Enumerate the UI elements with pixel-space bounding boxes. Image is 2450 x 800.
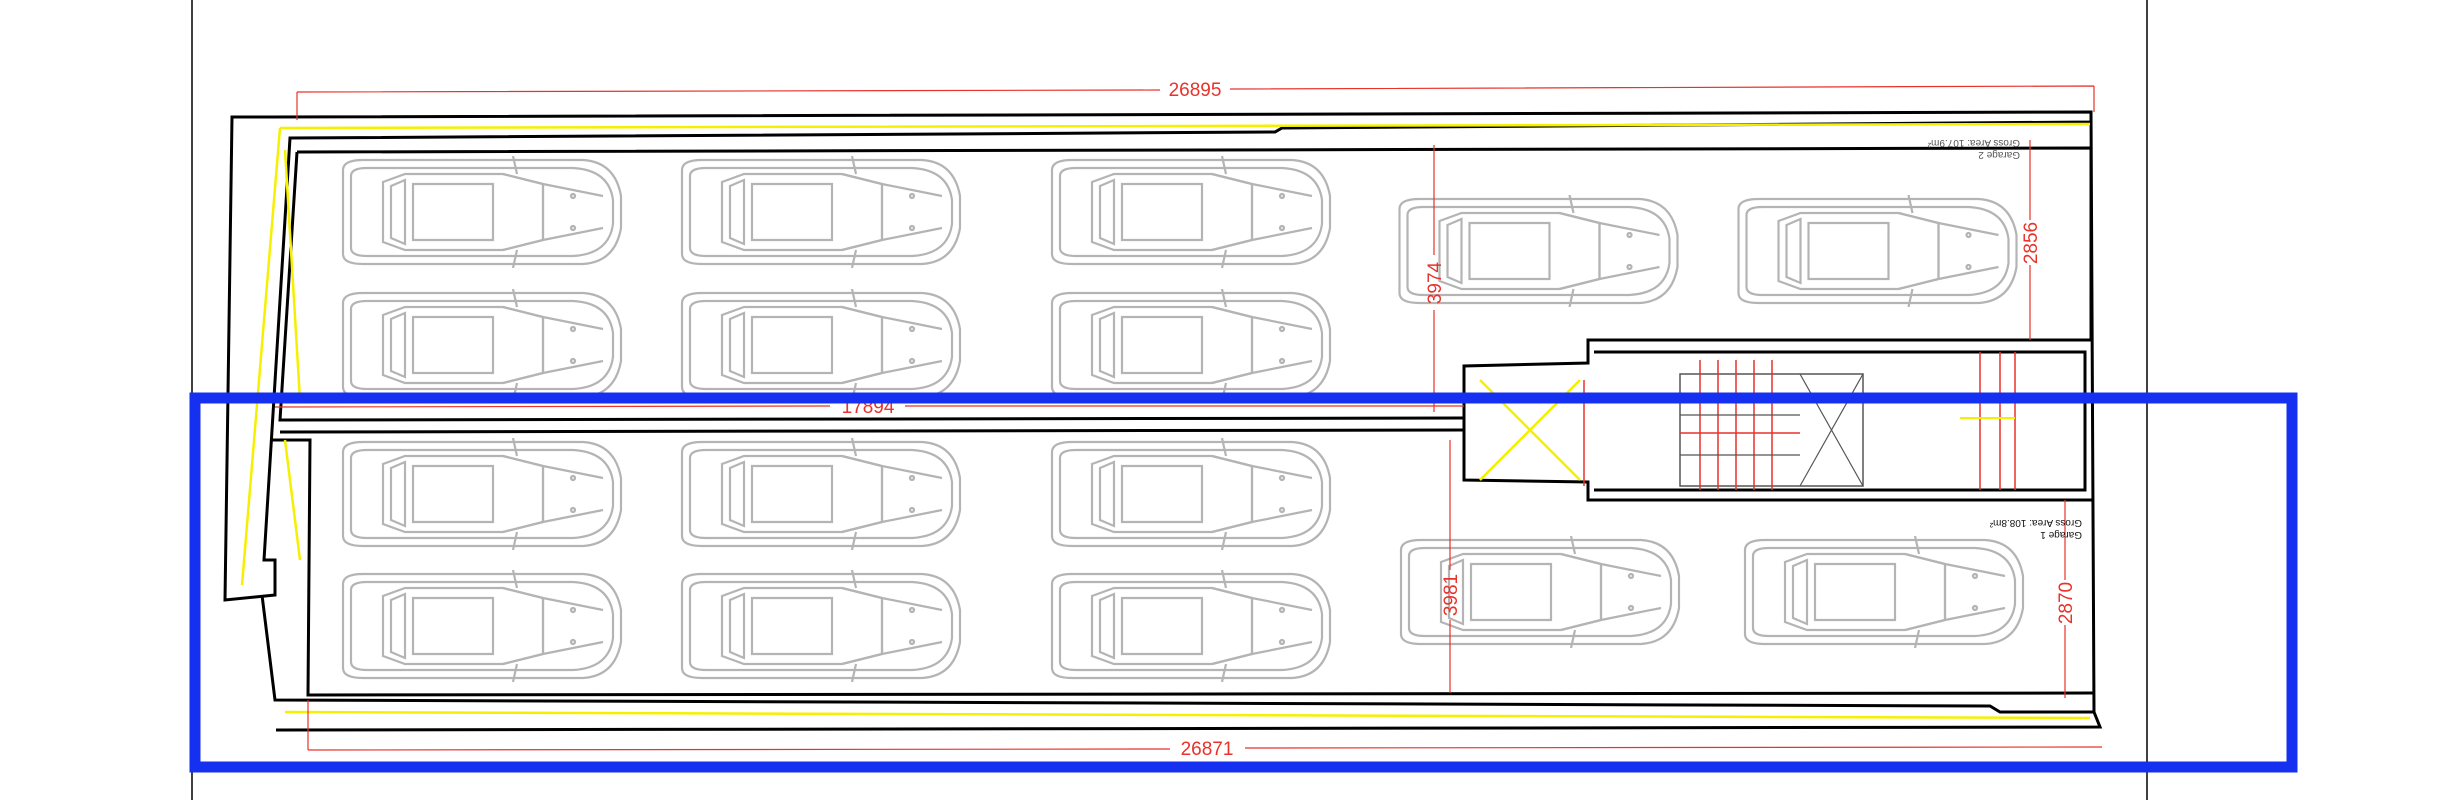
car-icon [680, 289, 962, 401]
car-icon [341, 570, 623, 682]
stair-core [1583, 352, 2016, 490]
setback-line [240, 122, 2091, 720]
garage-1-area: Gross Area: 108.8m² [1989, 517, 2082, 528]
garage-1-label: Garage 1 Gross Area: 108.8m² [1989, 517, 2082, 540]
dimension-upper-bay-depth: 3974 [1425, 261, 1446, 304]
garage-2-name: Garage 2 [1978, 149, 2020, 160]
car-icon [1737, 195, 2018, 307]
car-icon [680, 570, 962, 682]
selection-highlight-box[interactable] [189, 392, 2298, 773]
car-icon [341, 289, 623, 401]
car-icon [1050, 289, 1332, 401]
car-icon [1743, 536, 2025, 648]
dimension-upper-right-depth: 2856 [2021, 222, 2042, 264]
car-icon [680, 438, 962, 550]
dimension-lower-bay-depth: 3981 [1441, 574, 1462, 616]
site-boundary [223, 110, 2103, 732]
garage-1-name: Garage 1 [2040, 529, 2082, 540]
dimension-lower-right-depth: 2870 [2056, 582, 2077, 624]
car-icon [341, 156, 623, 268]
garage-2-label: Garage 2 Gross Area: 107.9m² [1927, 137, 2020, 160]
dimension-bottom-width: 26871 [1181, 739, 1234, 760]
car-icon [1050, 156, 1332, 268]
car-icon [1050, 438, 1332, 550]
car-icon [1050, 570, 1332, 682]
car-icon [680, 156, 962, 268]
car-icon [341, 438, 623, 550]
garage-2-area: Gross Area: 107.9m² [1927, 137, 2020, 148]
dimension-lines [274, 85, 2103, 751]
dimension-top-width: 26895 [1169, 80, 1222, 101]
